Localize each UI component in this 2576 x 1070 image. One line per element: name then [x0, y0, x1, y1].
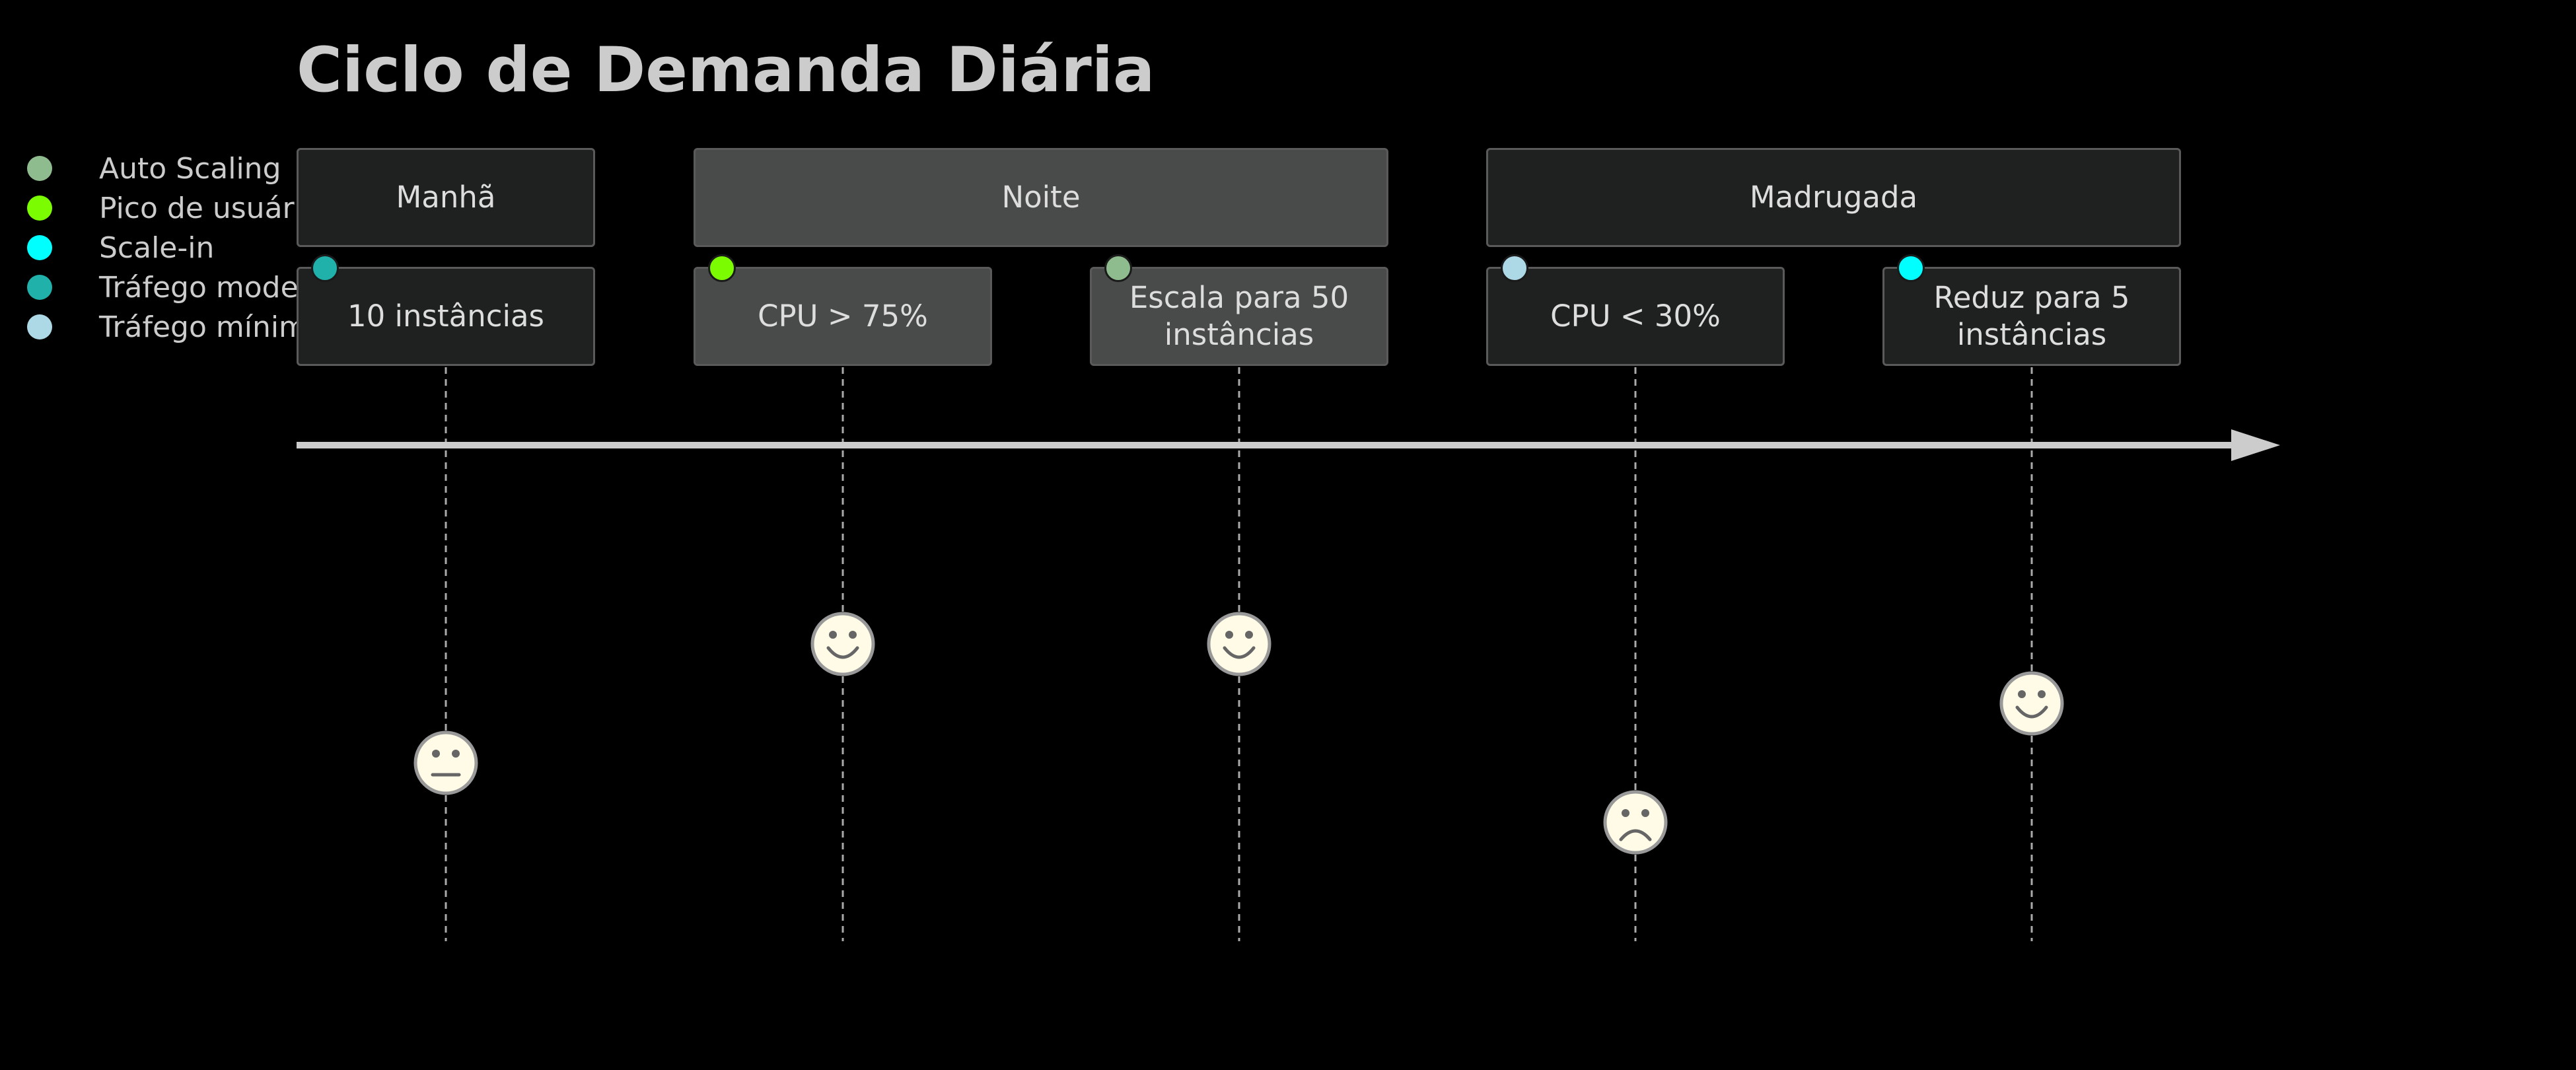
- task-box: Escala para 50 instâncias: [1090, 267, 1388, 366]
- task-actor-dot: [1104, 254, 1132, 282]
- page-title: Ciclo de Demanda Diária: [297, 34, 1155, 106]
- legend-label: Scale-in: [99, 231, 215, 265]
- legend: Auto Scaling Pico de usuários Scale-in T…: [0, 148, 299, 359]
- legend-label: Auto Scaling: [99, 152, 281, 186]
- face-eye: [2018, 690, 2026, 698]
- face-eye: [1641, 809, 1649, 817]
- section-manha: Manhã: [297, 148, 595, 247]
- legend-label: Tráfego mínimo: [99, 310, 299, 344]
- section-madrugada: Madrugada: [1486, 148, 2181, 247]
- face-eye: [1245, 631, 1253, 639]
- legend-item: Auto Scaling: [0, 148, 299, 188]
- legend-label: Tráfego moderado: [99, 271, 299, 304]
- face-mouth: [1223, 646, 1256, 659]
- face-eye: [1225, 631, 1233, 639]
- face-eye: [452, 750, 460, 758]
- timeline-arrowhead: [2231, 429, 2280, 461]
- face-mouth: [826, 646, 859, 659]
- neutral-face-icon: [413, 731, 478, 795]
- task-actor-dot: [1897, 254, 1925, 282]
- face-eye: [849, 631, 857, 639]
- task-actor-dot: [1501, 254, 1528, 282]
- face-eye: [1622, 809, 1629, 817]
- legend-item: Tráfego mínimo: [0, 306, 299, 346]
- task-box: CPU > 75%: [694, 267, 992, 366]
- legend-item: Scale-in: [0, 227, 299, 267]
- face-eye: [2038, 690, 2046, 698]
- happy-face-icon: [810, 612, 875, 676]
- legend-label: Pico de usuários: [99, 192, 299, 225]
- face-eye: [829, 631, 837, 639]
- legend-dot: [27, 314, 52, 339]
- task-actor-dot: [311, 254, 339, 282]
- section-noite: Noite: [694, 148, 1388, 247]
- task-box: Reduz para 5 instâncias: [1882, 267, 2181, 366]
- face-mouth: [2015, 705, 2048, 719]
- legend-item: Tráfego moderado: [0, 267, 299, 306]
- legend-dot: [27, 156, 52, 181]
- legend-item: Pico de usuários: [0, 188, 299, 227]
- sad-face-icon: [1603, 790, 1668, 855]
- legend-dot: [27, 275, 52, 300]
- legend-dot: [27, 235, 52, 260]
- legend-dot: [27, 196, 52, 221]
- happy-face-icon: [1999, 671, 2064, 736]
- task-actor-dot: [708, 254, 736, 282]
- task-box: 10 instâncias: [297, 267, 595, 366]
- task-box: CPU < 30%: [1486, 267, 1785, 366]
- face-eye: [432, 750, 440, 758]
- happy-face-icon: [1207, 612, 1271, 676]
- face-mouth: [1619, 829, 1652, 841]
